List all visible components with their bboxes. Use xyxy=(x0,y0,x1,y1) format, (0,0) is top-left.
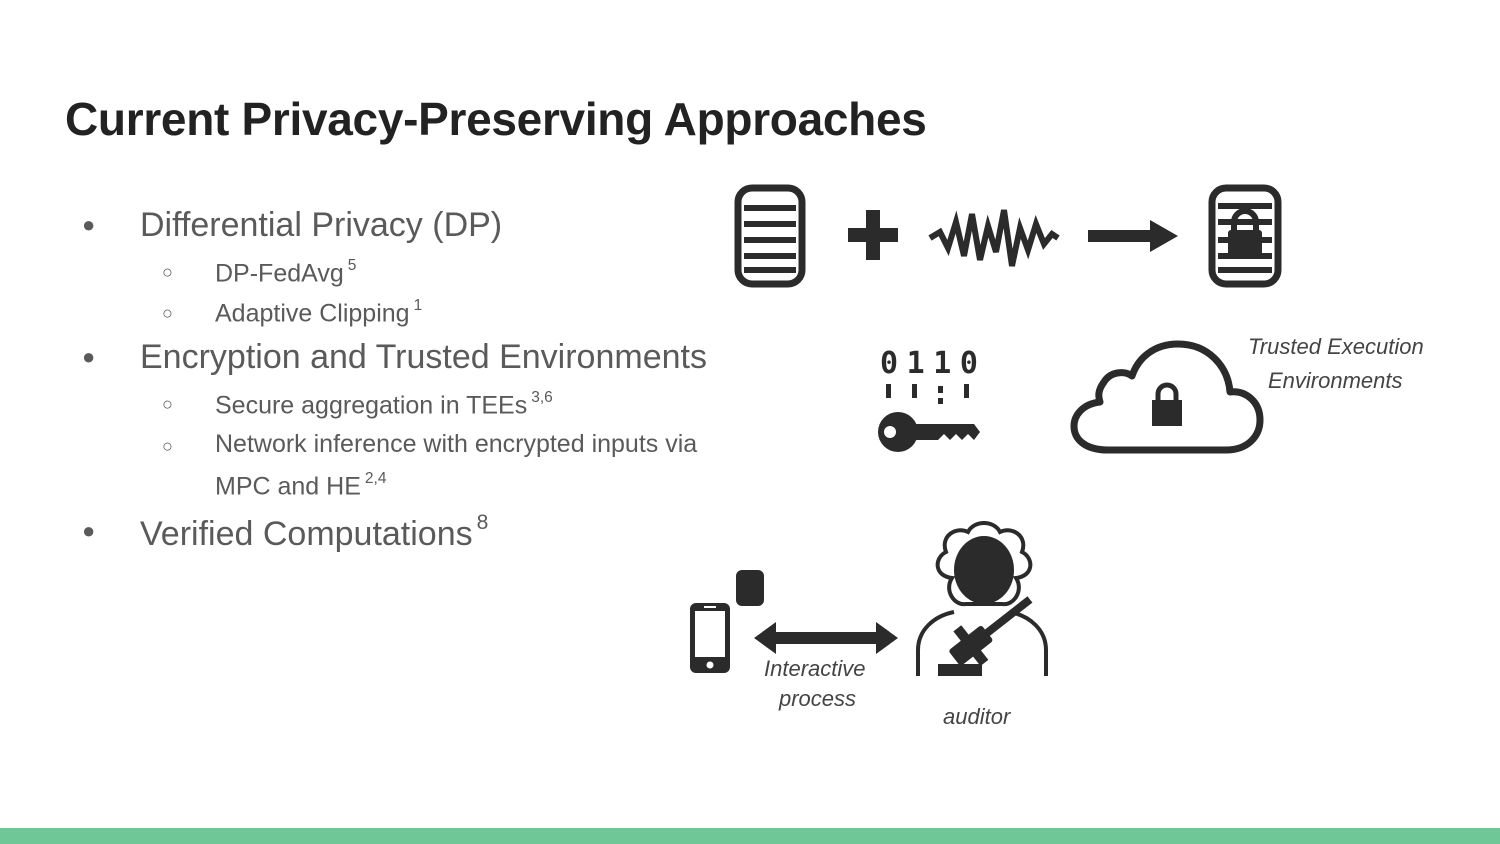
double-arrow-icon xyxy=(754,622,898,654)
citation-ref: 1 xyxy=(413,297,423,314)
sub-bullet-marker: ○ xyxy=(162,436,173,456)
interactive-process-line1: Interactive xyxy=(764,656,866,681)
bullet-marker: ● xyxy=(82,344,96,369)
sub-bullet-text: Adaptive Clipping xyxy=(215,299,410,328)
sub-bullet-network-inference: Network inference with encrypted inputs … xyxy=(215,430,697,459)
sub-bullet-text: Network inference with encrypted inputs … xyxy=(215,430,698,458)
binary-key-icon: 0 1 1 0 xyxy=(876,348,986,458)
tee-label-line1: Trusted Execution xyxy=(1248,334,1424,359)
bullet-text: Encryption and Trusted Environments xyxy=(140,338,707,376)
bullet-text: Verified Computations xyxy=(140,514,473,553)
arrow-right-icon xyxy=(1088,220,1178,252)
sub-bullet-marker: ○ xyxy=(162,394,173,414)
citation-ref: 5 xyxy=(347,257,357,274)
accent-bar xyxy=(0,828,1500,844)
bullet-text: Differential Privacy (DP) xyxy=(140,206,503,244)
sub-bullet-marker: ○ xyxy=(162,303,173,323)
small-database-icon xyxy=(736,570,764,606)
noise-wave-icon xyxy=(928,209,1060,267)
sub-bullet-marker: ○ xyxy=(162,262,173,282)
key-icon xyxy=(878,384,980,452)
citation-ref: 3,6 xyxy=(531,389,553,406)
tee-label-line2: Environments xyxy=(1268,368,1403,393)
sub-bullet-text: DP-FedAvg xyxy=(215,259,344,288)
judge-auditor-icon xyxy=(916,521,1048,676)
auditor-label: auditor xyxy=(943,704,1011,729)
phone-icon xyxy=(690,603,730,673)
bullet-encryption: Encryption and Trusted Environments xyxy=(140,338,707,377)
plus-icon xyxy=(848,210,898,260)
binary-digit: 1 xyxy=(933,346,952,381)
bullet-dp: Differential Privacy (DP) xyxy=(140,206,502,245)
bullet-marker: ● xyxy=(82,212,96,237)
interactive-process-line2: process xyxy=(779,686,857,711)
bullet-marker: ● xyxy=(82,518,96,543)
binary-digit: 0 xyxy=(959,346,978,381)
binary-digit: 0 xyxy=(880,346,899,381)
slide-title: Current Privacy-Preserving Approaches xyxy=(65,93,927,145)
cloud-lock-icon xyxy=(1070,340,1264,454)
citation-ref: 8 xyxy=(476,511,489,534)
database-icon xyxy=(734,184,806,288)
citation-ref: 2,4 xyxy=(364,470,387,487)
sub-bullet-text: MPC and HE xyxy=(215,472,361,501)
binary-digit: 1 xyxy=(906,346,925,381)
locked-database-icon xyxy=(1208,184,1282,288)
sub-bullet-text: Secure aggregation in TEEs xyxy=(215,391,528,420)
